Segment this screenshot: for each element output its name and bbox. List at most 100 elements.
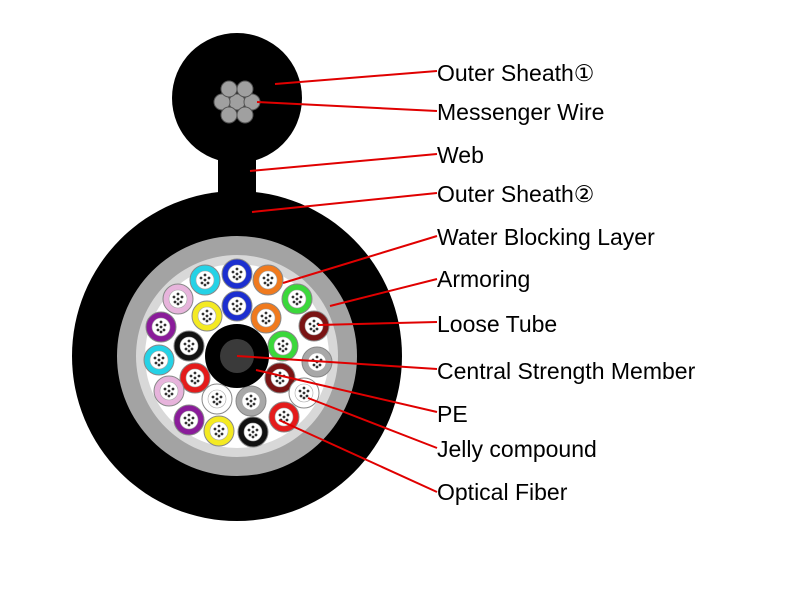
leader-line xyxy=(282,235,438,284)
optical-fiber-dot xyxy=(176,302,180,306)
optical-fiber-dot xyxy=(292,300,296,304)
optical-fiber-dot xyxy=(217,434,221,438)
leader-line xyxy=(249,153,438,172)
optical-fiber-dot xyxy=(154,361,158,365)
optical-fiber-dot xyxy=(308,322,312,326)
optical-fiber-dot xyxy=(282,415,286,419)
optical-fiber-dot xyxy=(156,328,160,332)
label-jelly-compound: Jelly compound xyxy=(437,436,597,462)
optical-fiber-dot xyxy=(157,353,161,357)
optical-fiber-dot xyxy=(187,339,191,343)
optical-fiber-dot xyxy=(163,323,167,327)
optical-fiber-dot xyxy=(187,344,191,348)
optical-fiber-dot xyxy=(217,429,221,433)
optical-fiber-dot xyxy=(281,339,285,343)
loose-tube xyxy=(191,300,223,332)
optical-fiber-dot xyxy=(157,363,161,367)
leader-line xyxy=(317,321,438,326)
optical-fiber-dot xyxy=(190,379,194,383)
optical-fiber-dot xyxy=(249,399,253,403)
loose-tube xyxy=(252,264,284,296)
label-outer-sheath-1: Outer Sheath① xyxy=(437,60,595,86)
optical-fiber-dot xyxy=(187,418,191,422)
optical-fiber-dot xyxy=(203,273,207,277)
optical-fiber-dot xyxy=(220,432,224,436)
leader-lines xyxy=(236,70,438,493)
leader-line xyxy=(329,278,438,307)
optical-fiber-dot xyxy=(315,327,319,331)
optical-fiber-dot xyxy=(157,358,161,362)
loose-tube xyxy=(143,344,175,376)
optical-fiber-dot xyxy=(262,276,266,280)
optical-fiber-dot xyxy=(295,292,299,296)
optical-fiber-dot xyxy=(180,295,184,299)
messenger-wire-strand xyxy=(213,93,231,111)
optical-fiber-dot xyxy=(245,397,249,401)
optical-fiber-dot xyxy=(249,404,253,408)
optical-fiber-dot xyxy=(282,410,286,414)
optical-fiber-dot xyxy=(205,309,209,313)
optical-fiber-dot xyxy=(277,342,281,346)
optical-fiber-dot xyxy=(219,395,223,399)
loose-tube xyxy=(162,283,194,315)
optical-fiber-dot xyxy=(246,402,250,406)
optical-fiber-dot xyxy=(248,433,252,437)
optical-fiber-dot xyxy=(187,413,191,417)
optical-fiber-dot xyxy=(309,327,313,331)
loose-tubes xyxy=(143,258,333,448)
optical-fiber-dot xyxy=(167,394,171,398)
optical-fiber-dot xyxy=(251,435,255,439)
optical-fiber-dot xyxy=(218,400,222,404)
optical-fiber-dot xyxy=(159,325,163,329)
optical-fiber-dot xyxy=(302,386,306,390)
optical-fiber-dot xyxy=(239,302,243,306)
optical-fiber-dot xyxy=(238,275,242,279)
loose-tube xyxy=(173,404,205,436)
optical-fiber-dot xyxy=(235,299,239,303)
optical-fiber-dot xyxy=(207,276,211,280)
optical-fiber-dot xyxy=(251,430,255,434)
optical-fiber-dot xyxy=(162,328,166,332)
loose-tube xyxy=(250,302,282,334)
optical-fiber-dot xyxy=(160,361,164,365)
optical-fiber-dot xyxy=(281,349,285,353)
loose-tube xyxy=(267,330,299,362)
optical-fiber-dot xyxy=(298,300,302,304)
optical-fiber-dot xyxy=(215,397,219,401)
label-outer-sheath-2: Outer Sheath② xyxy=(437,181,595,207)
optical-fiber-dot xyxy=(208,317,212,321)
optical-fiber-dot xyxy=(191,416,195,420)
optical-fiber-dot xyxy=(281,379,285,383)
label-central-strength-member: Central Strength Member xyxy=(437,358,696,384)
label-optical-fiber: Optical Fiber xyxy=(437,479,568,505)
optical-fiber-dot xyxy=(299,295,303,299)
optical-fiber-dot xyxy=(299,394,303,398)
optical-fiber-dot xyxy=(302,391,306,395)
optical-fiber-dot xyxy=(295,302,299,306)
optical-fiber-dot xyxy=(170,392,174,396)
messenger-unit xyxy=(172,33,302,212)
optical-fiber-dot xyxy=(312,319,316,323)
loose-tube xyxy=(288,377,320,409)
optical-fiber-dot xyxy=(284,347,288,351)
optical-fiber-dot xyxy=(278,347,282,351)
optical-fiber-dot xyxy=(214,432,218,436)
optical-fiber-dot xyxy=(193,381,197,385)
optical-fiber-dot xyxy=(190,421,194,425)
optical-fiber-dot xyxy=(159,320,163,324)
optical-fiber-dot xyxy=(235,277,239,281)
optical-fiber-dot xyxy=(253,397,257,401)
optical-fiber-dot xyxy=(183,416,187,420)
optical-fiber-dot xyxy=(270,276,274,280)
leader-line xyxy=(307,397,438,449)
messenger-wire-strand xyxy=(220,80,238,98)
optical-fiber-dot xyxy=(193,376,197,380)
optical-fiber-dot xyxy=(305,394,309,398)
optical-fiber-dot xyxy=(212,400,216,404)
loose-tube xyxy=(201,383,233,415)
label-web: Web xyxy=(437,142,484,168)
optical-fiber-dot xyxy=(213,427,217,431)
optical-fiber-dot xyxy=(252,402,256,406)
optical-fiber-dot xyxy=(176,297,180,301)
optical-fiber-dot xyxy=(176,292,180,296)
